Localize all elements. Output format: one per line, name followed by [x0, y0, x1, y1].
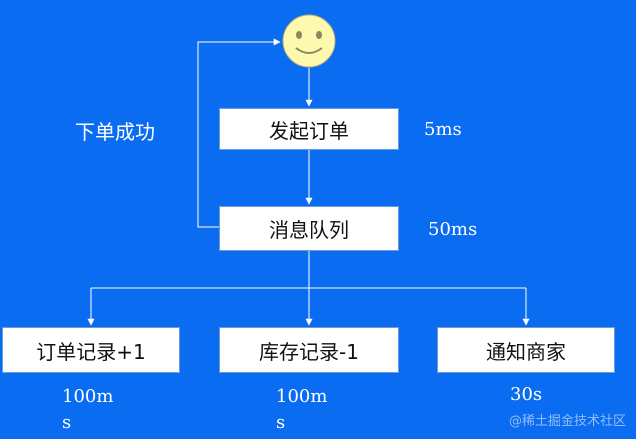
node-notify-merchant-label: 通知商家: [486, 339, 566, 364]
timing-notify-merchant: 30s: [510, 384, 543, 405]
node-inventory-record: 库存记录-1: [219, 327, 399, 373]
timing-order-record: 100ms: [62, 386, 114, 433]
timing-message-queue: 50ms: [428, 219, 478, 240]
smiley-face-icon: [282, 14, 336, 68]
watermark-text: @稀土掘金技术社区: [508, 414, 626, 429]
node-order-record: 订单记录+1: [2, 327, 180, 373]
timing-place-order: 5ms: [424, 119, 462, 140]
node-notify-merchant: 通知商家: [437, 327, 615, 373]
node-inventory-record-label: 库存记录-1: [259, 339, 359, 364]
node-place-order: 发起订单: [219, 108, 399, 150]
node-message-queue: 消息队列: [219, 206, 399, 251]
node-order-record-label: 订单记录+1: [36, 339, 146, 364]
timing-inventory-record: 100ms: [276, 386, 328, 433]
node-place-order-label: 发起订单: [269, 118, 349, 143]
arrow-queue-to-user: [197, 38, 281, 228]
node-message-queue-label: 消息队列: [269, 218, 349, 242]
order-success-label: 下单成功: [75, 120, 155, 144]
